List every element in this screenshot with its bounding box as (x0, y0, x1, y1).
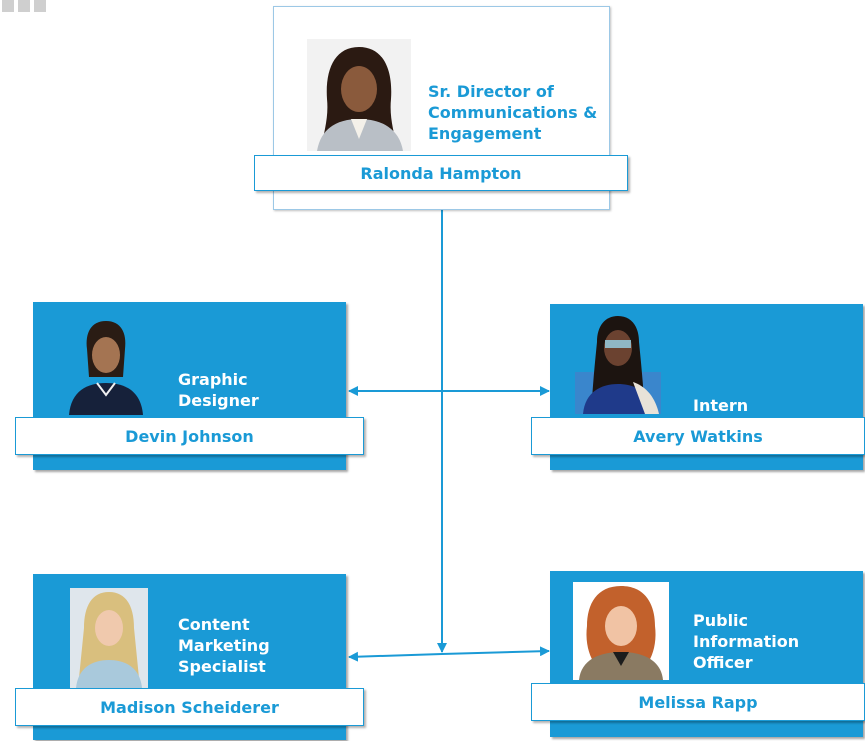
role-title: Sr. Director of Communications & Engagem… (428, 82, 598, 143)
name-bar-root: Ralonda Hampton (254, 155, 628, 191)
name-bar-public-information: Melissa Rapp (531, 683, 865, 721)
portrait-photo (573, 582, 669, 680)
portrait-photo (307, 39, 411, 151)
connector-pio (441, 646, 550, 657)
name-bar-graphic-designer: Devin Johnson (15, 417, 364, 455)
portrait-photo (69, 321, 143, 415)
portrait-photo (70, 588, 148, 688)
role-title: Intern (693, 396, 749, 415)
role-title: Content Marketing Specialist (178, 615, 270, 676)
grid-corner-icon (2, 0, 46, 12)
connector-marketing (348, 651, 443, 662)
name-bar-intern: Avery Watkins (531, 417, 865, 455)
role-title: Public Information Officer (693, 611, 800, 672)
role-title: Graphic Designer (178, 370, 259, 410)
name-bar-content-marketing: Madison Scheiderer (15, 688, 364, 726)
portrait-photo (575, 316, 661, 414)
